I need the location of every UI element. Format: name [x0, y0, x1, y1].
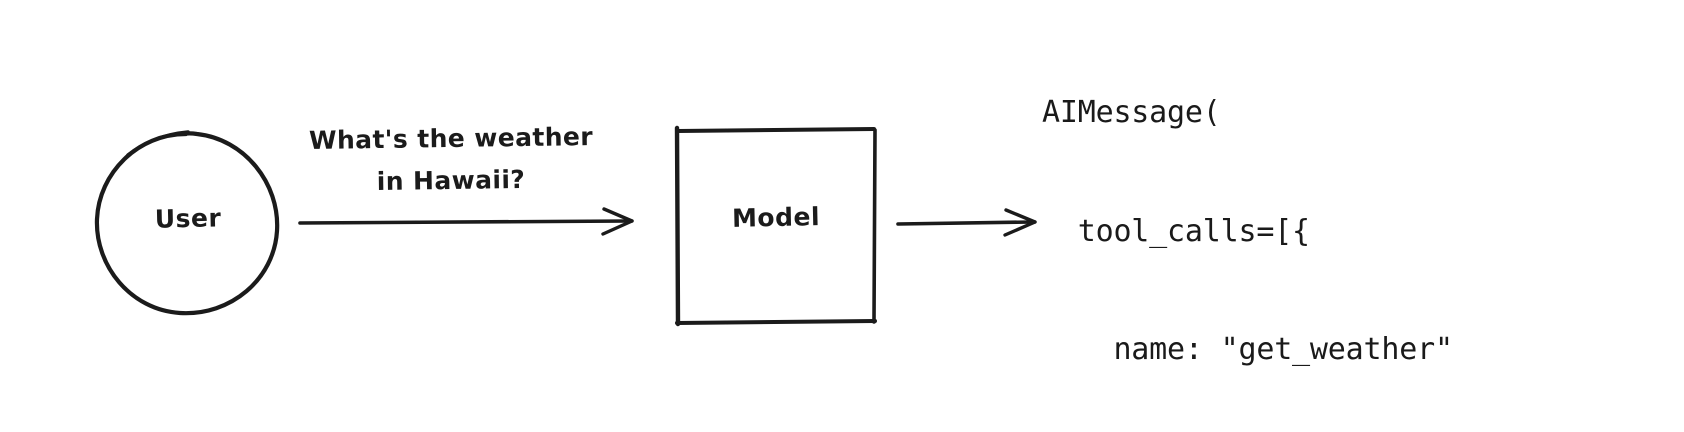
- edge-label-line-2: in Hawaii?: [376, 164, 526, 197]
- code-line: tool_calls=[{: [1042, 213, 1310, 249]
- model-node-label: Model: [731, 202, 821, 233]
- arrow-model-to-output: [896, 208, 1037, 237]
- user-node-circle: [94, 130, 280, 316]
- code-line: name: "get_weather": [1042, 332, 1453, 367]
- arrow-user-to-model: [298, 207, 634, 236]
- edge-label-user-query: What's the weather in Hawaii?: [286, 118, 616, 202]
- ai-message-code-block: AIMessage( tool_calls=[{ name: "get_weat…: [1042, 14, 1489, 432]
- user-node-label: User: [154, 203, 222, 234]
- model-node-box: [674, 125, 877, 327]
- code-line: AIMessage(: [1042, 95, 1221, 130]
- edge-label-line-1: What's the weather: [308, 122, 594, 155]
